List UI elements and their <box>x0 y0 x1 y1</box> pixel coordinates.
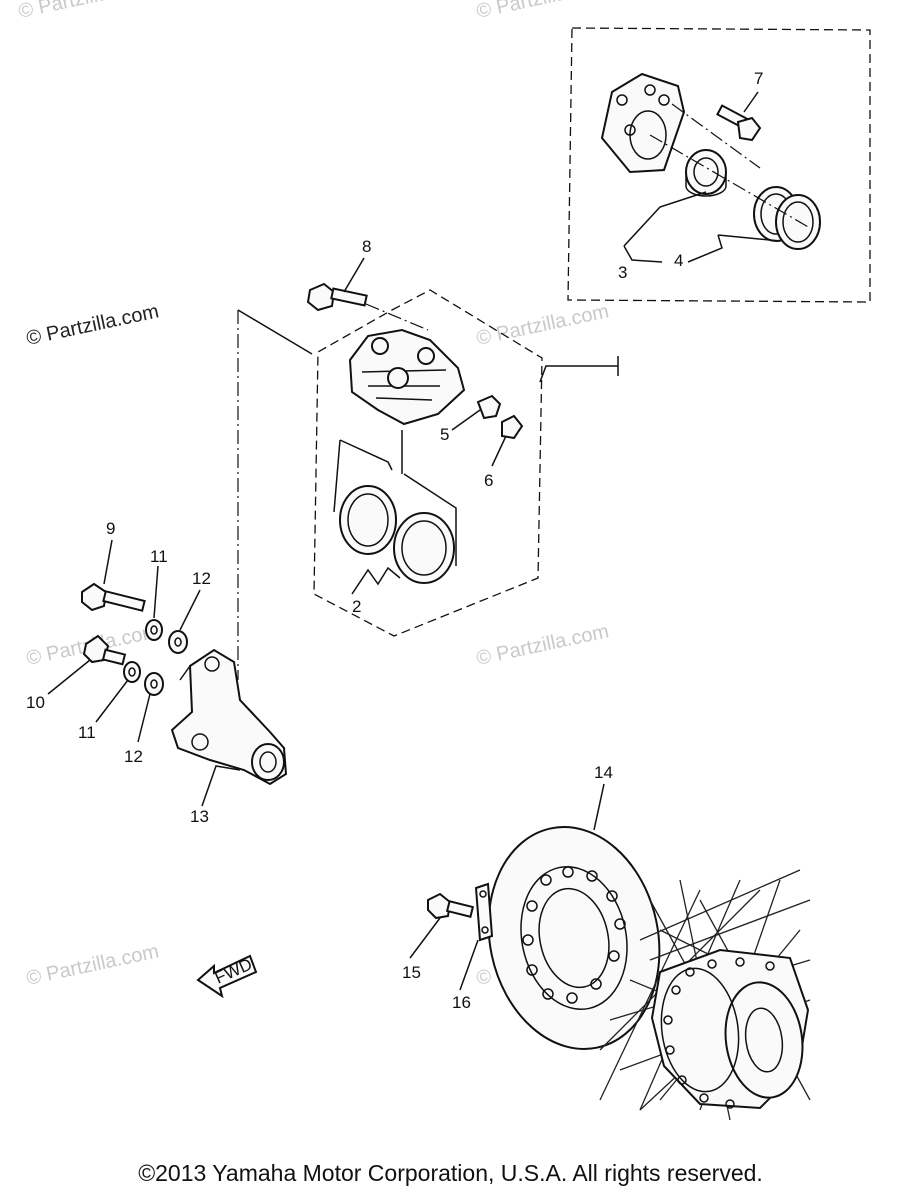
watermark-dark: © Partzilla.com <box>24 300 160 350</box>
callout-16: 16 <box>452 993 471 1012</box>
caliper-bracket-hardware <box>47 539 288 807</box>
watermark-5: © Partzilla.com <box>474 620 610 670</box>
callout-12b: 12 <box>124 747 143 766</box>
brake-disc-wheel <box>409 783 811 1121</box>
callout-9: 9 <box>106 519 115 538</box>
callout-4: 4 <box>674 251 683 270</box>
callout-7: 7 <box>754 69 763 88</box>
watermark-2: © Partzilla.com <box>474 0 610 23</box>
callout-8: 8 <box>362 237 371 256</box>
callout-3: 3 <box>618 263 627 282</box>
callout-11a: 11 <box>150 547 168 566</box>
copyright-notice: ©2013 Yamaha Motor Corporation, U.S.A. A… <box>138 1160 763 1186</box>
callout-15: 15 <box>402 963 421 982</box>
disc-bolt-holes <box>522 866 626 1004</box>
callout-5: 5 <box>440 425 449 444</box>
callout-6: 6 <box>484 471 493 490</box>
callout-11b: 11 <box>78 723 96 742</box>
piston-detail-inset <box>567 27 871 303</box>
callout-labels: 2 3 4 5 6 7 8 9 10 11 11 12 12 13 14 15 … <box>26 69 763 1012</box>
forward-arrow: FWD <box>196 955 258 999</box>
hub-spoke-holes <box>663 957 775 1109</box>
callout-14: 14 <box>594 763 613 782</box>
watermark-1: © Partzilla.com <box>16 0 152 23</box>
callout-10: 10 <box>26 693 45 712</box>
watermarks: © Partzilla.com © Partzilla.com © Partzi… <box>16 0 610 990</box>
callout-13: 13 <box>190 807 209 826</box>
watermark-6: © Partzilla.com <box>24 940 160 990</box>
callout-2: 2 <box>352 597 361 616</box>
watermark-3: © Partzilla.com <box>474 300 610 350</box>
callout-12a: 12 <box>192 569 211 588</box>
caliper-assembly <box>237 257 619 680</box>
